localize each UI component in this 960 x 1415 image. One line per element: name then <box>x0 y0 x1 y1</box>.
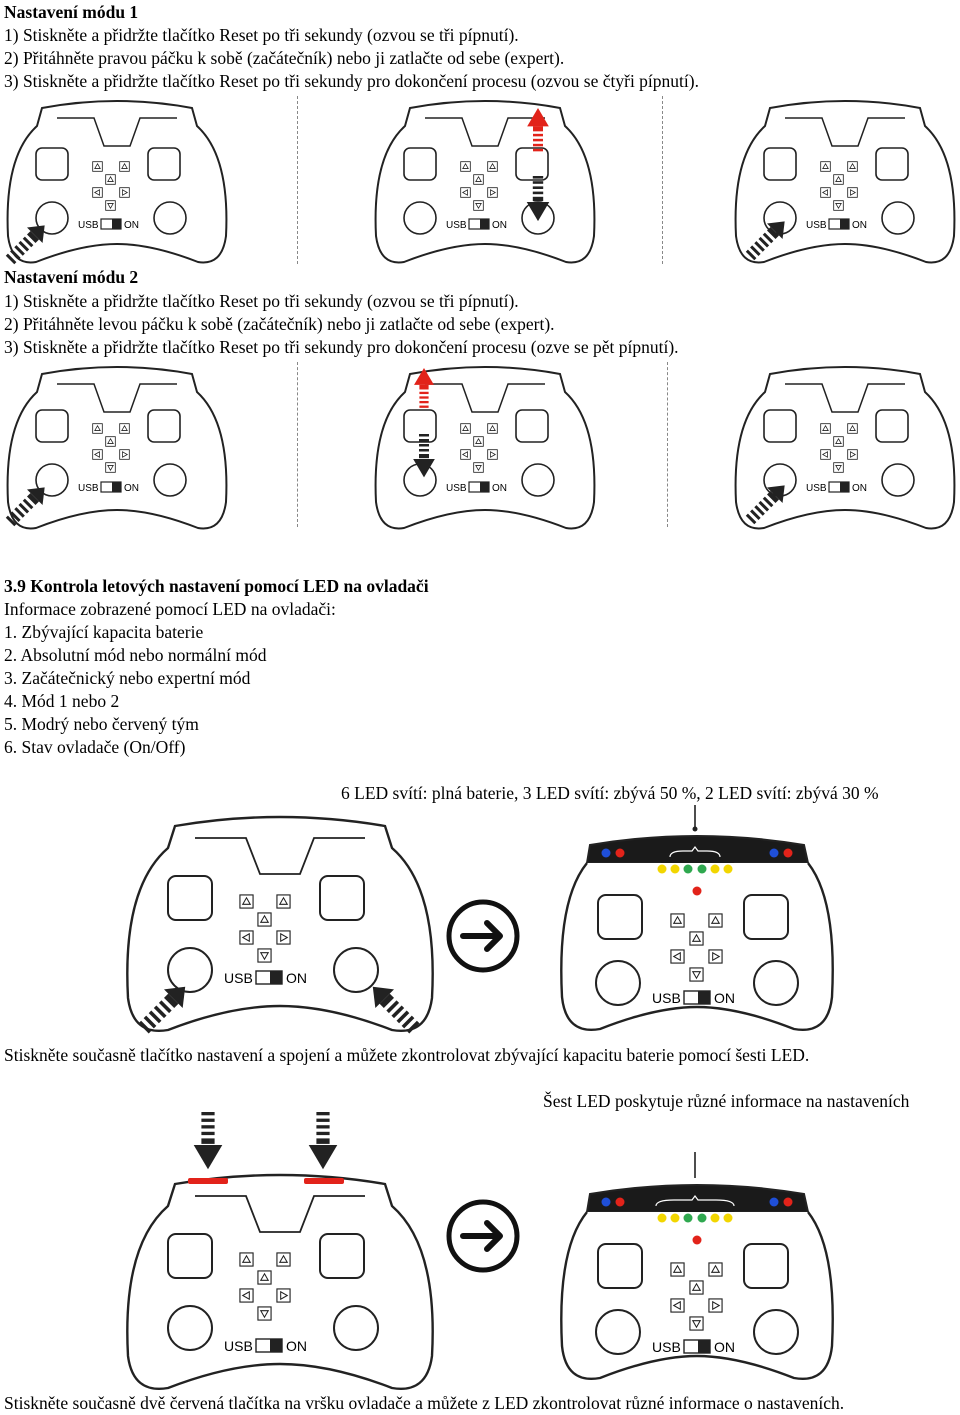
next-step-arrow-icon <box>443 1196 523 1276</box>
divider-line <box>667 362 668 527</box>
press-arrow-icon <box>193 1112 223 1170</box>
on-label: ON <box>492 220 507 231</box>
mode1-step-1: 1) Stiskněte a přidržte tlačítko Reset p… <box>4 25 519 45</box>
settings-instruction: Stiskněte současně dvě červená tlačítka … <box>4 1393 845 1413</box>
divider-line <box>297 362 298 527</box>
top-right-button <box>147 147 181 181</box>
usb-label: USB <box>78 220 99 231</box>
led-yellow <box>670 864 680 874</box>
mode1-step-3: 3) Stiskněte a přidržte tlačítko Reset p… <box>4 71 699 91</box>
led-section-intro: Informace zobrazené pomocí LED na ovlada… <box>4 599 336 619</box>
list-item: 2. Absolutní mód nebo normální mód <box>4 645 267 665</box>
mode2-heading: Nastavení módu 2 <box>4 267 139 287</box>
divider-line <box>662 96 663 264</box>
on-label: ON <box>714 990 735 1006</box>
usb-label: USB <box>446 220 467 231</box>
usb-label: USB <box>224 1338 253 1354</box>
controller-led-diagram: USB ON <box>560 1152 834 1380</box>
controller-diagram: USB ON <box>126 815 434 1038</box>
controller-diagram: USB ON <box>2 366 228 530</box>
settings-caption: Šest LED poskytuje různé informace na na… <box>543 1091 910 1111</box>
controller-led-diagram: USB ON <box>560 805 834 1031</box>
mode2-step-3: 3) Stiskněte a přidržte tlačítko Reset p… <box>4 337 679 357</box>
on-label: ON <box>124 220 139 231</box>
list-item: 3. Začátečnický nebo expertní mód <box>4 668 251 688</box>
led-yellow <box>710 864 720 874</box>
led-green <box>683 864 693 874</box>
mode2-step-1: 1) Stiskněte a přidržte tlačítko Reset p… <box>4 291 519 311</box>
led-red <box>692 886 702 896</box>
usb-label: USB <box>78 483 99 494</box>
list-item: 5. Modrý nebo červený tým <box>4 714 199 734</box>
led-yellow <box>670 1213 680 1223</box>
led-green <box>697 1213 707 1223</box>
mode2-step-2: 2) Přitáhněte levou páčku k sobě (začáte… <box>4 314 555 334</box>
controller-diagram: USB ON <box>734 366 956 530</box>
top-left-button <box>35 147 69 181</box>
led-blue <box>601 848 611 858</box>
led-green <box>683 1213 693 1223</box>
on-label: ON <box>286 970 307 986</box>
led-yellow <box>723 864 733 874</box>
led-yellow <box>657 1213 667 1223</box>
usb-label: USB <box>224 970 253 986</box>
mode1-step-2: 2) Přitáhněte pravou páčku k sobě (začát… <box>4 48 565 68</box>
on-label: ON <box>492 483 507 494</box>
press-arrow-icon <box>308 1112 338 1170</box>
led-yellow <box>710 1213 720 1223</box>
list-item: 1. Zbývající kapacita baterie <box>4 622 204 642</box>
on-label: ON <box>124 483 139 494</box>
on-label: ON <box>852 220 867 231</box>
usb-label: USB <box>806 220 827 231</box>
on-label: ON <box>714 1339 735 1355</box>
led-green <box>697 864 707 874</box>
list-item: 4. Mód 1 nebo 2 <box>4 691 120 711</box>
controller-diagram: USB ON <box>126 1112 434 1390</box>
led-red <box>692 1235 702 1245</box>
controller-diagram: USB ON <box>374 100 596 264</box>
led-red <box>783 1197 793 1207</box>
battery-caption: 6 LED svítí: plná baterie, 3 LED svítí: … <box>341 783 879 803</box>
usb-label: USB <box>446 483 467 494</box>
led-blue <box>769 848 779 858</box>
led-red <box>783 848 793 858</box>
right-stick <box>153 201 187 235</box>
mode1-heading: Nastavení módu 1 <box>4 2 139 22</box>
usb-label: USB <box>806 483 827 494</box>
red-shoulder-button <box>188 1178 228 1184</box>
on-label: ON <box>286 1338 307 1354</box>
controller-diagram: USB ON <box>374 366 596 530</box>
divider-line <box>297 96 298 264</box>
usb-label: USB <box>652 1339 681 1355</box>
led-yellow <box>723 1213 733 1223</box>
led-section-heading: 3.9 Kontrola letových nastavení pomocí L… <box>4 576 429 596</box>
led-red <box>615 1197 625 1207</box>
led-blue <box>601 1197 611 1207</box>
controller-diagram: USB ON <box>2 100 228 268</box>
on-label: ON <box>852 483 867 494</box>
led-red <box>615 848 625 858</box>
battery-instruction: Stiskněte současně tlačítko nastavení a … <box>4 1045 810 1065</box>
next-step-arrow-icon <box>443 896 523 976</box>
red-shoulder-button <box>304 1178 344 1184</box>
list-item: 6. Stav ovladače (On/Off) <box>4 737 186 757</box>
controller-diagram: USB ON <box>734 100 956 264</box>
led-yellow <box>657 864 667 874</box>
led-blue <box>769 1197 779 1207</box>
usb-label: USB <box>652 990 681 1006</box>
